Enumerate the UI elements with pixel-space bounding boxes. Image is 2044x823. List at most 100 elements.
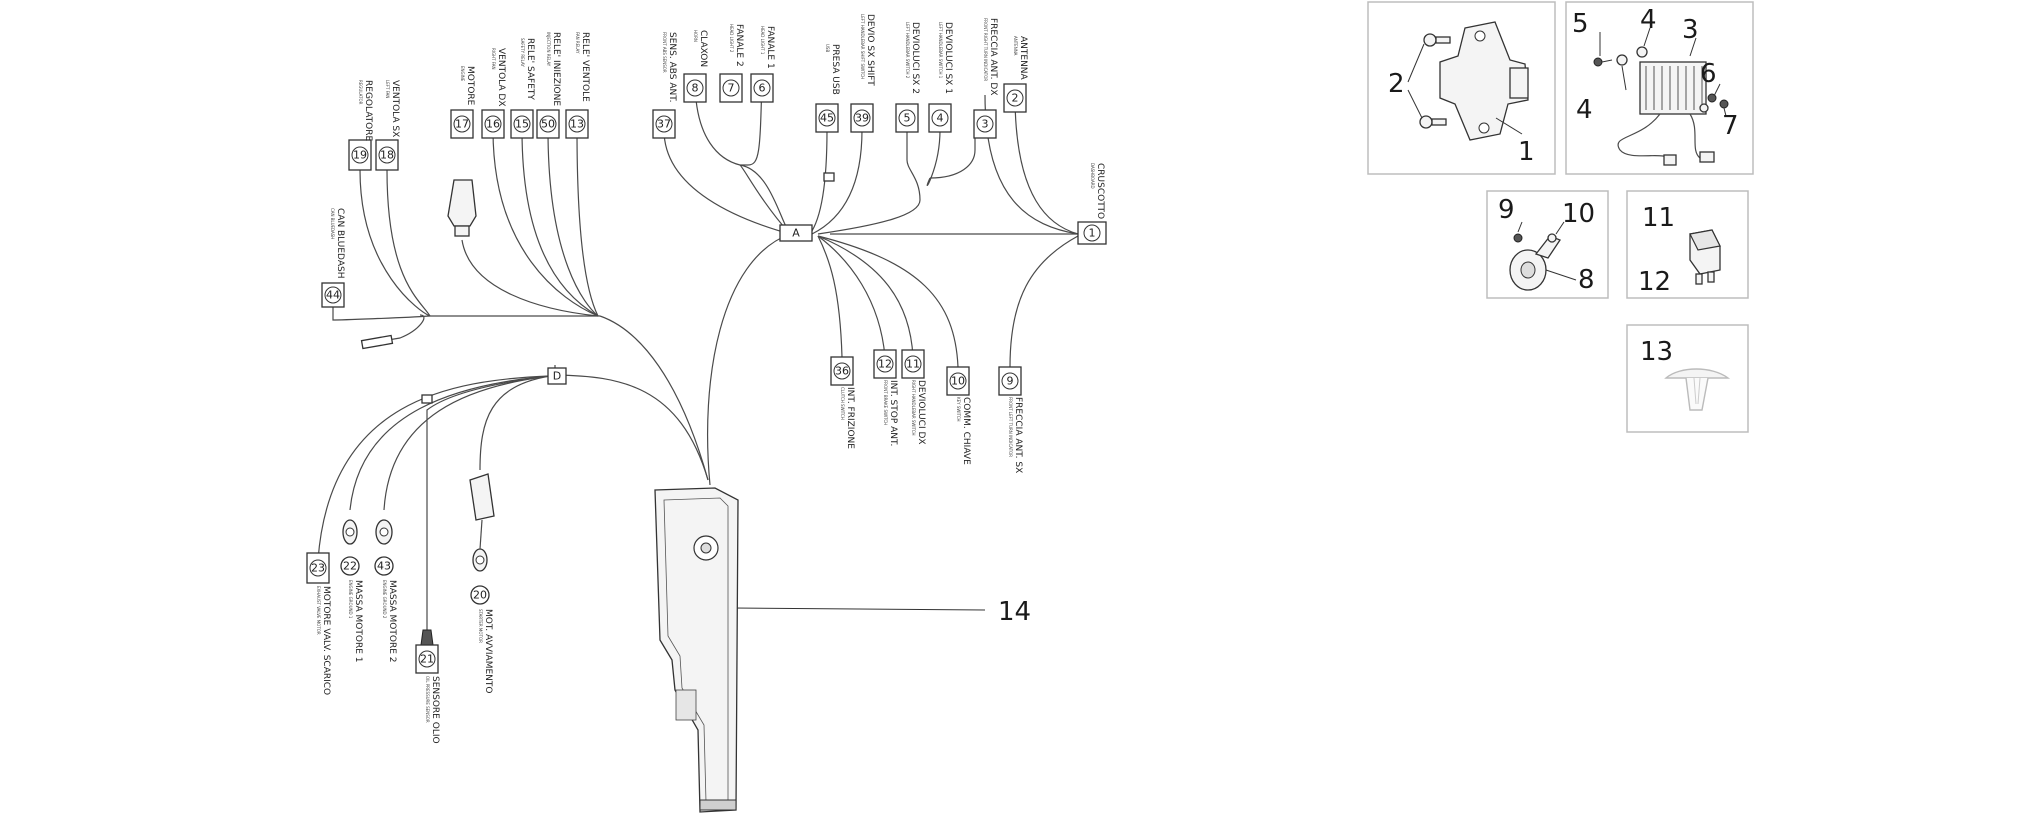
connector-2: 2 ANTENNA ANTENNA [1003,36,1028,113]
connector-label: FANALE 2 [734,24,744,67]
connector-number: 2 [1012,92,1019,105]
voltage-regulator-icon [1639,61,1707,115]
connector-sublabel: LEFT HANDLEBAR SHIFT SWITCH [860,14,865,79]
connector-5: 5 DEVIOLUCI SX 2 LEFT HANDLEBAR SWITCH 2 [895,22,920,133]
connector-number: 22 [343,560,357,573]
connector-sublabel: DASHBOARD [1090,163,1095,189]
connector-12: 12 INT. STOP ANT. FRONT BRAKE SWITCH [873,349,898,446]
connector-18: 18 VENTOLA SX LEFT FAN [375,80,400,171]
bolt-icon [1513,233,1523,243]
connector-sublabel: FAN RELAY [575,32,580,54]
connector-sublabel: ENGINE GROUND 1 [348,580,353,619]
part-number-12: 12 [1638,267,1671,297]
connector-sublabel: HEAD LIGHT 1 [760,26,765,55]
screw-icon [1419,115,1447,129]
connector-number: 50 [541,118,555,131]
connector-number: 44 [326,289,340,302]
connector-label: MOTORE VALV. SCARICO [321,586,331,695]
part-number-6: 6 [1700,59,1717,89]
connector-number: 4 [937,112,944,125]
panel-module-1: 2 1 [1367,1,1556,175]
connector-sublabel: KEY SWITCH [956,397,961,422]
connector-4: 4 DEVIOLUCI SX 1 LEFT HANDLEBAR SWITCH 1 [928,22,953,133]
connector-sublabel: HORN [693,30,698,42]
connector-9: 9 FRECCIA ANT. SX FRONT LEFT TURN INDICA… [998,366,1023,473]
connector-44: 44 CAN BLUEDASH CAN BLUEDASH [321,208,345,308]
connector-sublabel: REGULATOR [358,80,363,105]
connector-number: 10 [951,375,965,388]
connector-15: 15 RELE' SAFETY SAFETY RELAY [510,38,535,139]
part-number-3: 3 [1682,15,1699,45]
connector-sublabel: ENGINE [460,66,465,82]
connector-43: 43 MASSA MOTORE 2 ENGINE GROUND 2 [374,519,397,663]
connector-17: 17 MOTORE ENGINE [450,66,475,139]
connector-number: 17 [455,118,469,131]
connector-36: 36 INT. FRIZIONE CLUTCH SWITCH [830,356,855,449]
connector-19: 19 REGOLATORE REGULATOR [348,80,373,171]
spade-terminal-icon [420,629,434,646]
connector-label: FRECCIA ANT. SX [1013,397,1023,473]
connector-number: 18 [380,149,394,162]
panel-relay: 11 12 [1626,190,1749,299]
connector-sublabel: CLUTCH SWITCH [840,387,845,420]
connector-label: FRECCIA ANT. DX [988,18,998,96]
connector-number: 5 [904,112,911,125]
connector-number: 6 [759,82,766,95]
connector-23: 23 MOTORE VALV. SCARICO EXHAUST VALVE MO… [306,552,331,695]
connector-label: MOTORE [465,66,475,106]
part-number-4a: 4 [1640,5,1657,35]
hub-d-label: D [553,370,561,383]
connector-label: CRUSCOTTO [1095,163,1105,219]
connector-label: REGOLATORE [363,80,373,142]
connector-label: DEVIOLUCI SX 2 [910,22,920,94]
connector-number: 37 [657,118,671,131]
connector-sublabel: FRONT ABS SENSOR [662,32,667,73]
connector-sublabel: INJECTION RELAY [546,32,551,67]
connector-label: MOT. AVVIAMENTO [483,609,493,693]
part-number-11: 11 [1642,203,1675,233]
washer-icon [1616,54,1628,66]
connector-number: 21 [420,653,434,666]
electronic-module-icon [1439,21,1529,141]
connector-label: COMM. CHIAVE [961,397,971,465]
connector-sublabel: RIGHT HANDLEBAR SWITCH [911,380,916,436]
connector-label: PRESA USB [830,44,840,95]
connector-number: 12 [878,358,892,371]
part-number-5: 5 [1572,9,1589,39]
engine-connector-plug-icon [447,179,477,227]
part-number-4b: 4 [1576,95,1593,125]
harness-main-body [654,487,739,813]
connector-number: 16 [486,118,500,131]
connector-label: RELE' INIEZIONE [551,32,561,106]
connector-sublabel: FRONT RIGHT TURN INDICATOR [983,18,988,81]
connector-6: 6 FANALE 1 HEAD LIGHT 1 [750,26,775,103]
connector-label: CAN BLUEDASH [335,208,345,278]
connector-20: 20 MOT. AVVIAMENTO STARTER MOTOR [469,473,495,693]
connector-sublabel: OIL PRESSURE SENSOR [425,676,430,723]
panel-clip: 13 [1626,324,1749,433]
connector-number: 8 [692,82,699,95]
connector-label: INT. STOP ANT. [888,380,898,446]
connector-50: 50 RELE' INIEZIONE INJECTION RELAY [536,32,561,139]
connector-number: 23 [311,562,325,575]
hub-a: A [779,224,813,242]
connector-label: VENTOLA DX [496,48,506,107]
washer-icon [1699,103,1709,113]
connector-number: 19 [353,149,367,162]
connector-sublabel: HEAD LIGHT 2 [729,24,734,53]
connector-sublabel: ANTENNA [1013,36,1018,56]
starter-boot-icon [469,473,495,521]
connector-number: 13 [570,118,584,131]
connector-number: 1 [1089,227,1096,240]
connector-number: 43 [377,560,391,573]
connector-sublabel: FRONT LEFT TURN INDICATOR [1008,397,1013,457]
nut-icon [1719,99,1729,109]
connector-1: 1 CRUSCOTTO DASHBOARD [1077,163,1107,245]
panel-regulator: 5 4 3 4 6 7 [1565,1,1754,175]
connector-label: RELE' VENTOLE [580,32,590,102]
connector-37: 37 SENS. ABS ANT. FRONT ABS SENSOR [652,32,677,139]
connector-11: 11 DEVIOLUCI DX RIGHT HANDLEBAR SWITCH [901,349,926,445]
connector-label: MASSA MOTORE 2 [387,580,397,663]
connector-sublabel: ENGINE GROUND 2 [382,580,387,619]
